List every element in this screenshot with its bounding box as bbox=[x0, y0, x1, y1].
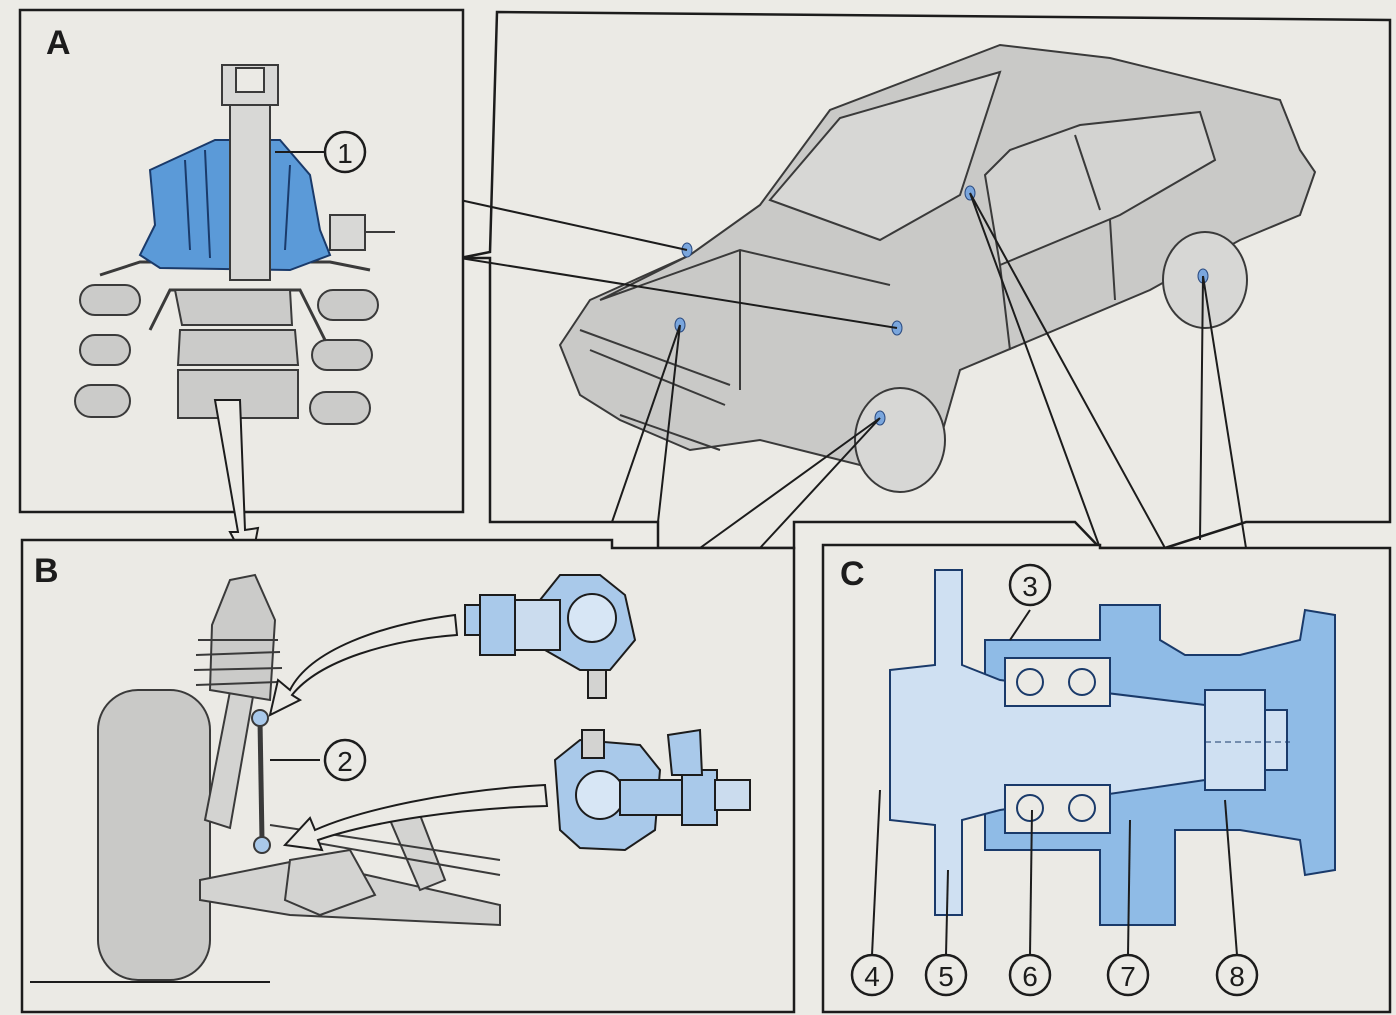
mount-bolt bbox=[329, 214, 366, 251]
car-side-windows bbox=[983, 110, 1217, 267]
car-front-wheel bbox=[854, 387, 946, 493]
callout-6 bbox=[1008, 953, 1052, 997]
wheel-bearing bbox=[1004, 657, 1111, 834]
panel-c: C 3 4 5 6 bbox=[821, 543, 1392, 1014]
leader-lines bbox=[459, 192, 1247, 549]
callout-7-number: 7 bbox=[1120, 961, 1136, 992]
car-hood-line bbox=[599, 248, 891, 390]
hub-nut bbox=[1204, 689, 1288, 791]
upper-ball-joint-detail bbox=[464, 574, 637, 699]
callout-8-number: 8 bbox=[1229, 961, 1245, 992]
panel-b-label: B bbox=[34, 552, 59, 590]
callout-5-number: 5 bbox=[938, 961, 954, 992]
callout-leaders bbox=[871, 609, 1238, 956]
panel-b: B 2 bbox=[20, 538, 796, 1014]
callout-1 bbox=[323, 130, 367, 174]
callout-7 bbox=[1106, 953, 1150, 997]
strut-assembly bbox=[193, 573, 283, 830]
upper-joint-arrow bbox=[268, 613, 459, 717]
callout-2 bbox=[323, 738, 367, 782]
car-grille bbox=[579, 329, 731, 451]
callout-6-number: 6 bbox=[1022, 961, 1038, 992]
panel-c-label: C bbox=[840, 555, 865, 593]
panel-a-label: A bbox=[46, 24, 71, 62]
callout-4 bbox=[850, 953, 894, 997]
mount-rubber-lines bbox=[184, 149, 291, 259]
rod-cap bbox=[235, 67, 265, 93]
callout-5 bbox=[924, 953, 968, 997]
callout-8 bbox=[1215, 953, 1259, 997]
callout-4-number: 4 bbox=[864, 961, 880, 992]
callout-1-number: 1 bbox=[337, 138, 353, 169]
bump-stop-bellows bbox=[173, 289, 300, 419]
piston-rod bbox=[229, 99, 271, 281]
lower-ball-joint-detail bbox=[553, 728, 751, 852]
stabilizer-link bbox=[251, 709, 271, 854]
tyre bbox=[97, 689, 211, 981]
lower-joint-arrow bbox=[282, 783, 549, 852]
callout-3 bbox=[1008, 563, 1052, 607]
callout-2-number: 2 bbox=[337, 746, 353, 777]
car-windshield bbox=[768, 70, 1002, 242]
callout-3-number: 3 bbox=[1022, 571, 1038, 602]
car-panel bbox=[459, 10, 1392, 550]
coil-spring bbox=[74, 284, 379, 425]
